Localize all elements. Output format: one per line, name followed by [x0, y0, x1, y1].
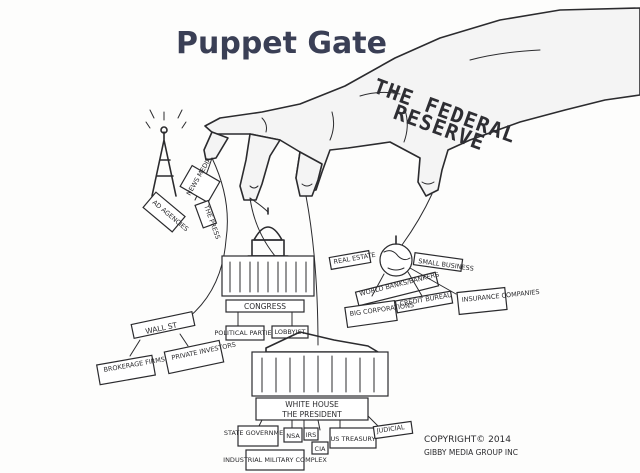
government-tags: STATE GOVERNMENT NSA IRS CIA US TREASURY…	[223, 420, 414, 471]
puppet-strings	[187, 157, 433, 346]
label-political-parties: POLITICAL PARTIES	[214, 329, 275, 337]
copyright-line-1: COPYRIGHT© 2014	[424, 435, 511, 445]
label-the-president: THE PRESIDENT	[281, 410, 342, 419]
wall-street-group: WALL ST BROKERAGE FIRMS PRIVATE INVESTOR…	[95, 310, 237, 386]
label-congress: CONGRESS	[244, 302, 286, 311]
world-banks-group: WORLD BANKS/BANKERS REAL ESTATE SMALL BU…	[328, 235, 540, 329]
congress-building: CONGRESS POLITICAL PARTIES LOBBYIST	[214, 207, 315, 341]
white-house-building: WHITE HOUSE THE PRESIDENT	[251, 331, 389, 431]
copyright-line-2: GIBBY MEDIA GROUP INC	[424, 448, 518, 457]
federal-reserve-hand: THE FEDERAL RESERVE	[203, 7, 640, 201]
label-us-treasury: US TREASURY	[331, 435, 376, 443]
label-cia: CIA	[315, 445, 326, 453]
label-nsa: NSA	[286, 432, 300, 440]
label-white-house: WHITE HOUSE	[285, 400, 339, 409]
label-state-government: STATE GOVERNMENT	[224, 429, 292, 437]
label-industrial-military-complex: INDUSTRIAL MILITARY COMPLEX	[223, 456, 327, 464]
cartoon-title: Puppet Gate	[176, 26, 387, 61]
label-lobbyist: LOBBYIST	[274, 328, 305, 336]
label-irs: IRS	[306, 431, 317, 439]
